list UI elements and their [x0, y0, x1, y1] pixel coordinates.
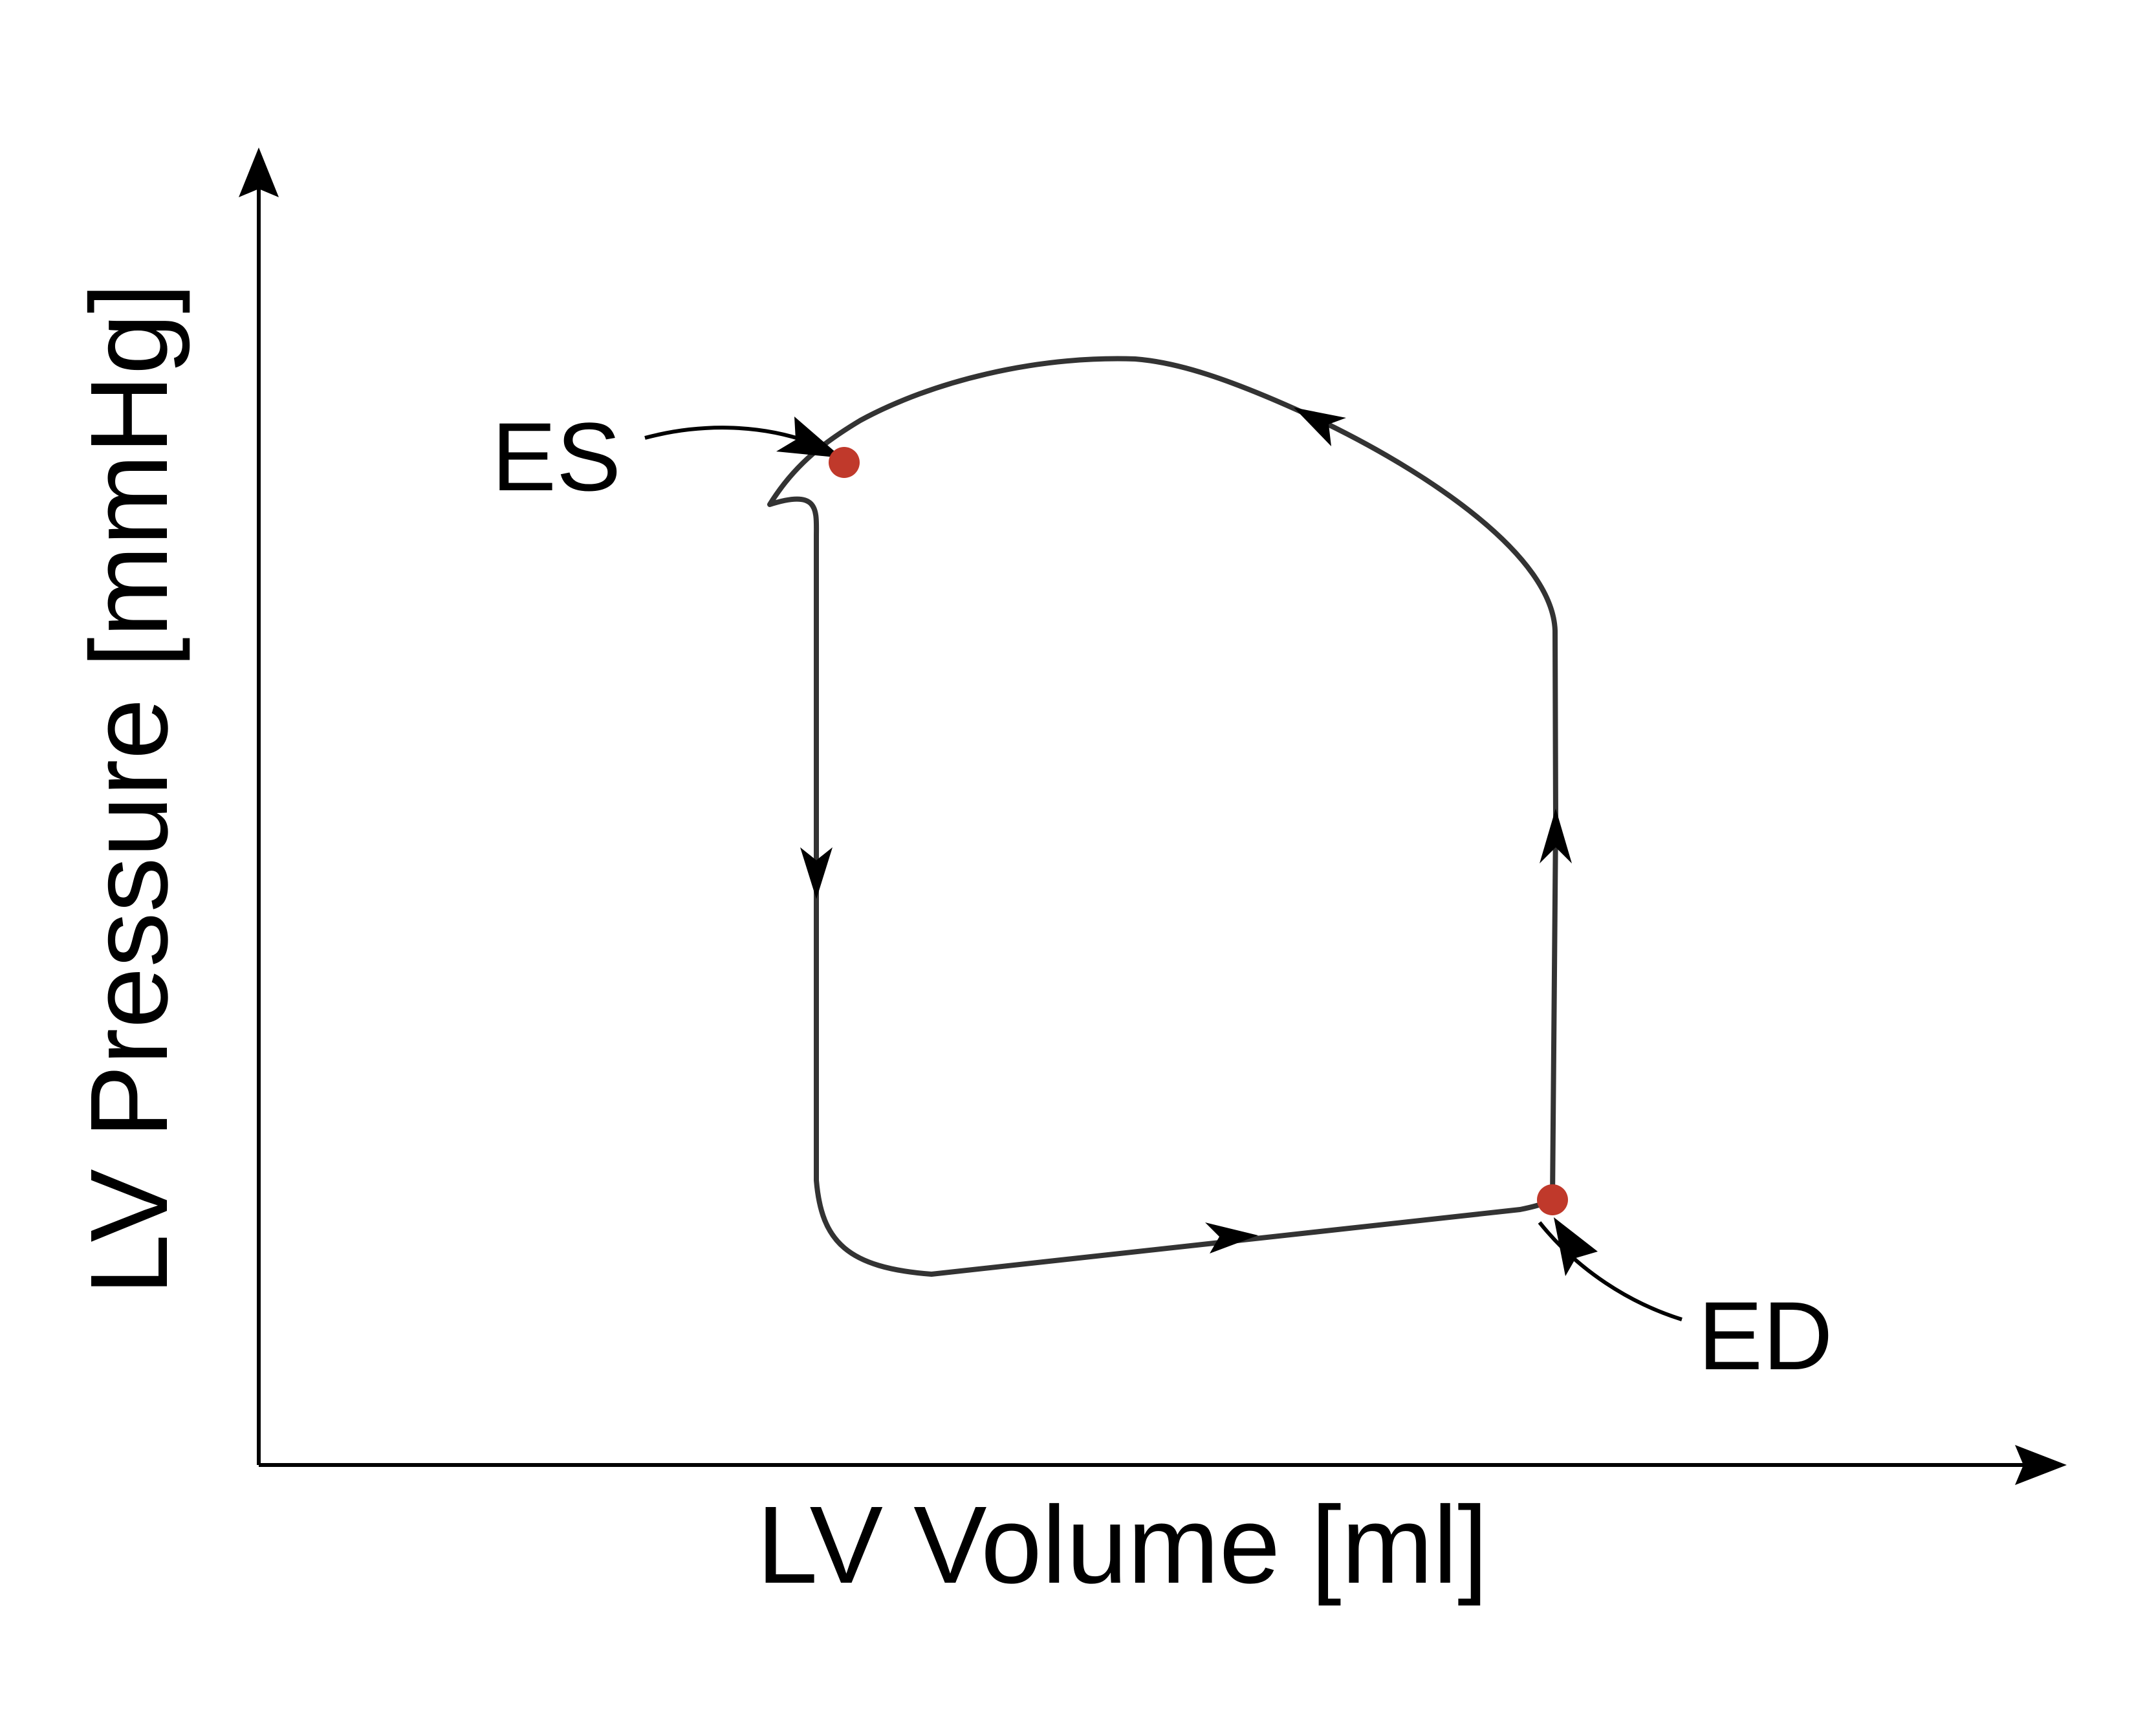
y-axis-label: LV Pressure [mmHg] — [68, 283, 191, 1295]
loop-arrow-right — [1205, 1222, 1258, 1253]
loop-arrow-left — [1294, 407, 1346, 446]
loop-arrow-down — [800, 847, 833, 899]
es-callout-arrowhead — [776, 417, 842, 458]
es-label: ES — [492, 402, 621, 511]
x-axis-arrowhead — [2015, 1445, 2067, 1485]
ed-callout-line — [1538, 1221, 1682, 1321]
pv-loop — [767, 356, 1558, 1277]
ed-label: ED — [1698, 1281, 1833, 1390]
y-axis-arrowhead — [239, 147, 279, 197]
es-callout-line — [644, 426, 809, 444]
ed-callout-arrowhead — [1554, 1217, 1598, 1276]
ed-point-marker — [1537, 1184, 1568, 1215]
es-point-marker — [829, 447, 860, 478]
x-axis-label: LV Volume [ml] — [757, 1484, 1488, 1607]
loop-arrow-up — [1540, 808, 1572, 863]
